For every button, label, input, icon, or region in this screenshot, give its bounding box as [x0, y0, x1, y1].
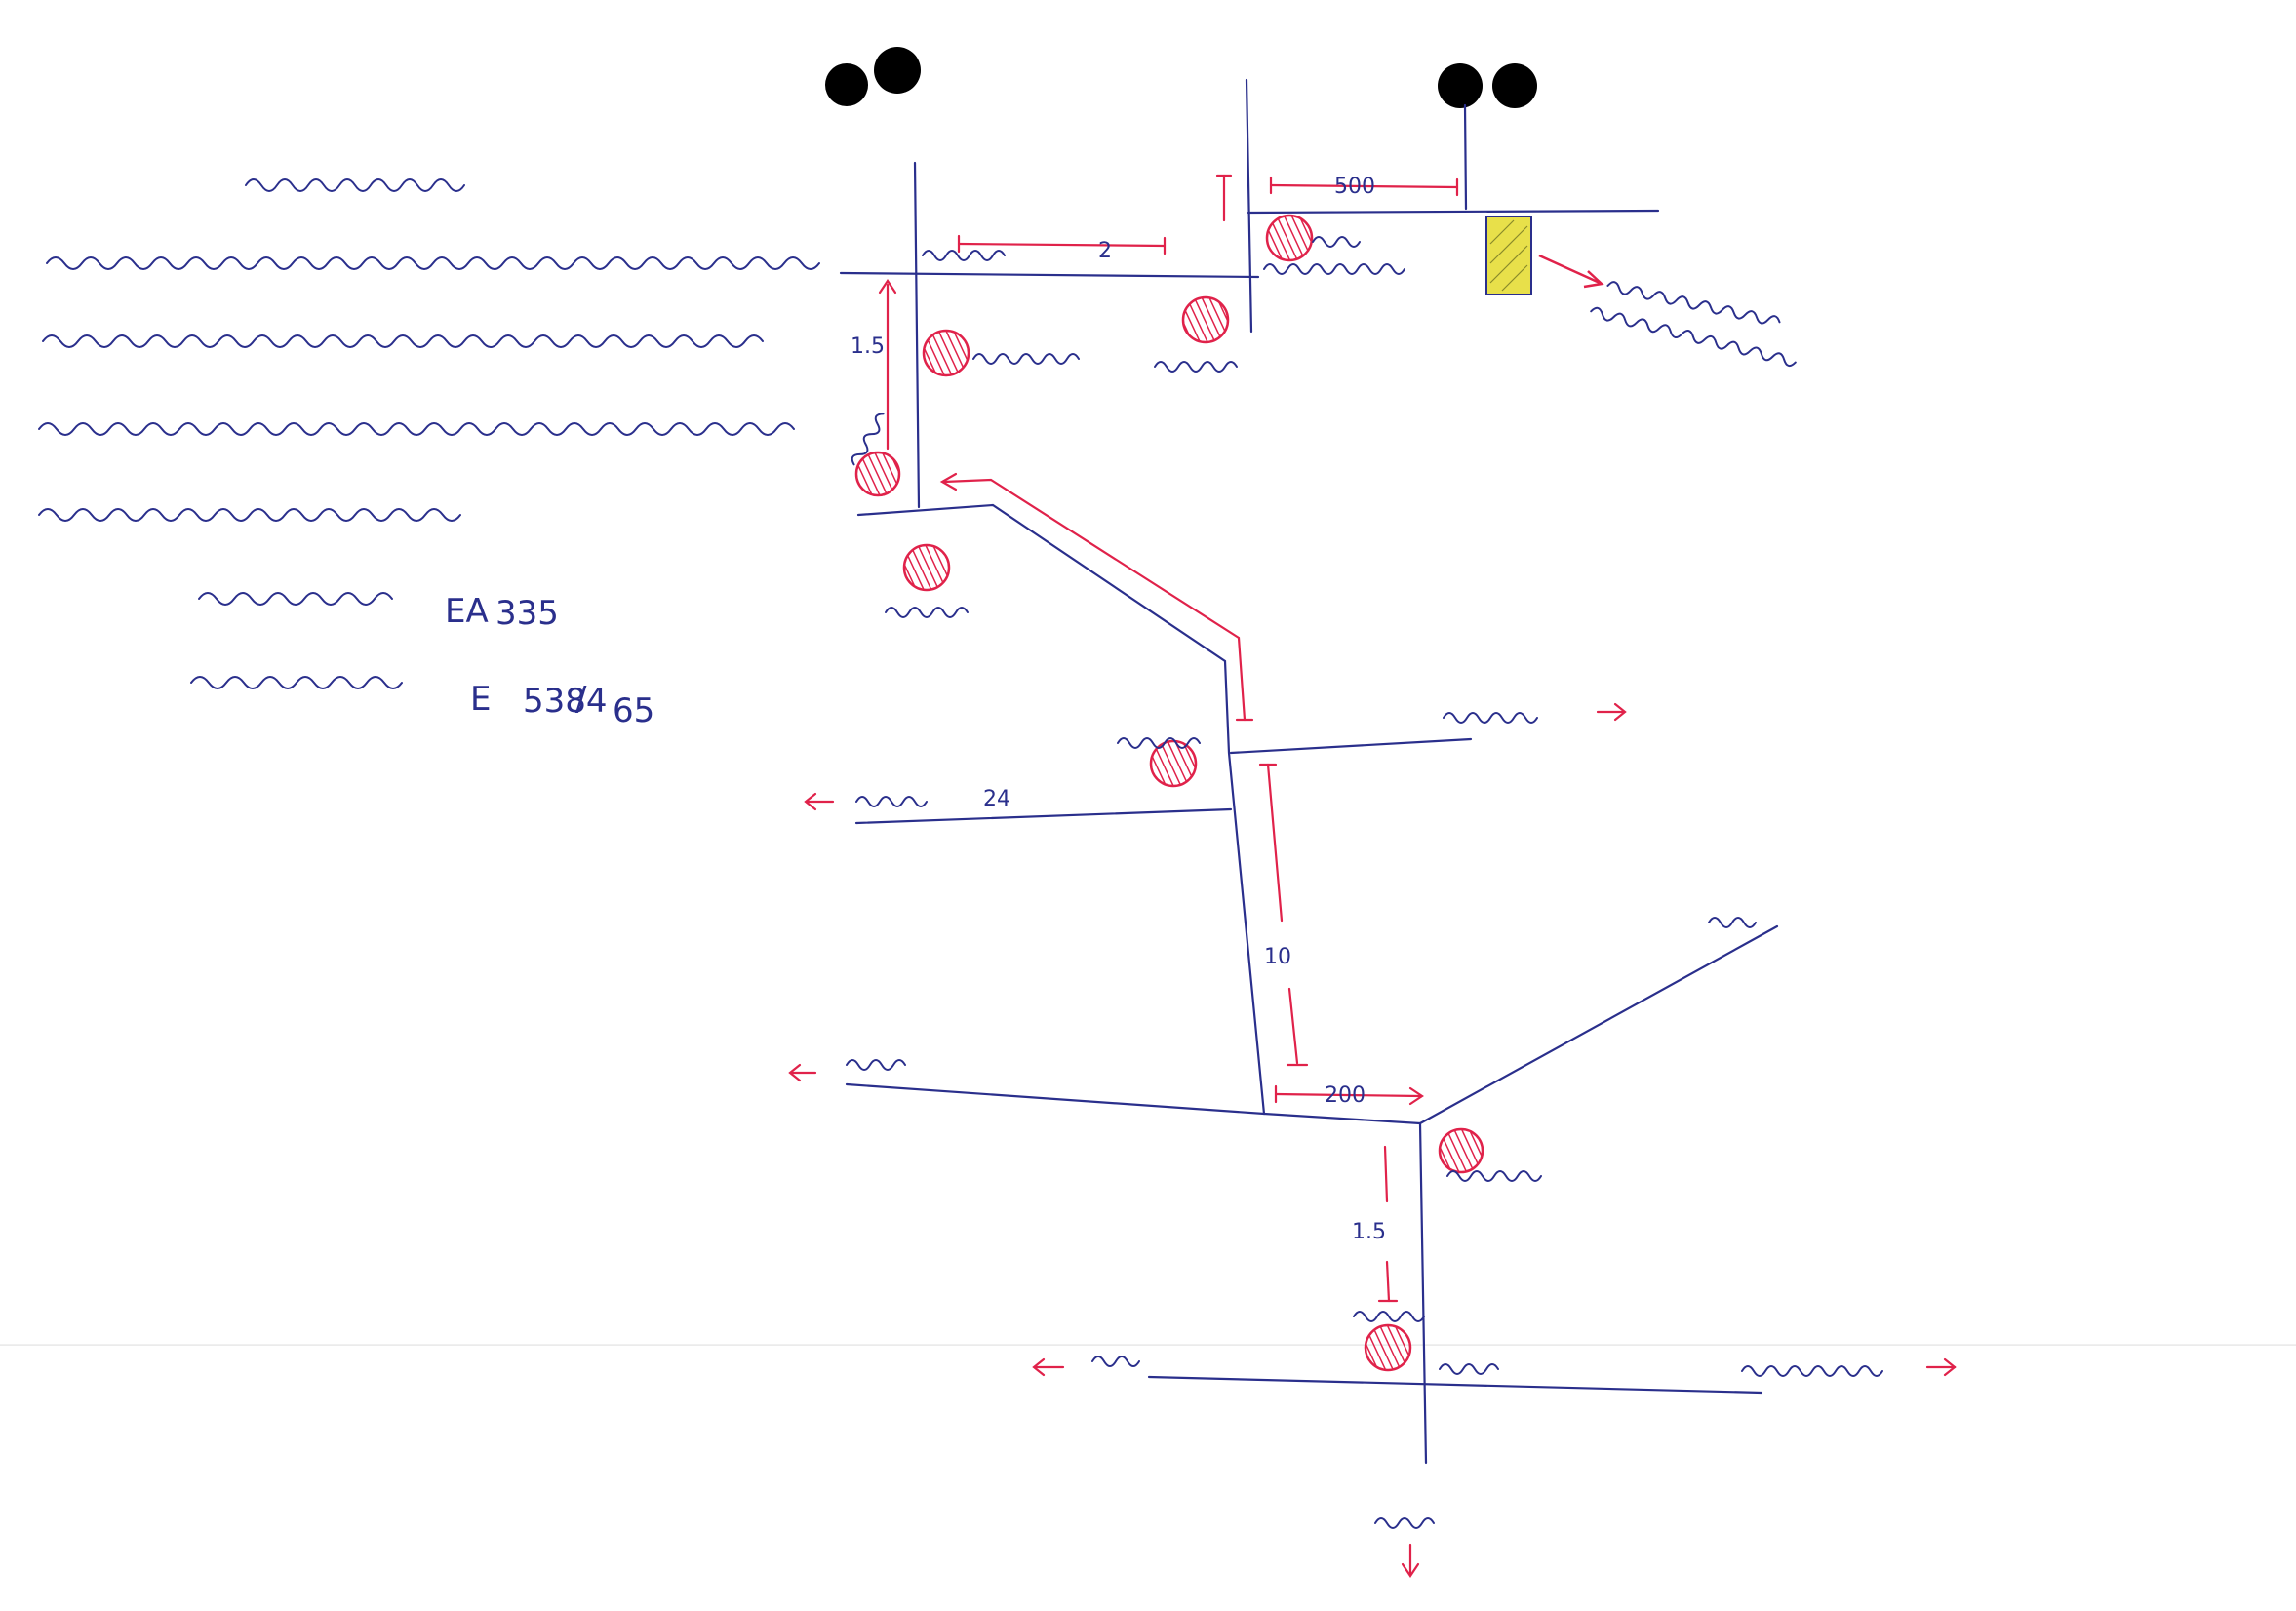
landmarks — [854, 214, 1484, 1372]
main-south-road — [1418, 1121, 1428, 1465]
punch-holes — [825, 47, 1537, 108]
bottom-cross-road — [1147, 1375, 1763, 1395]
school-label — [972, 353, 1080, 365]
paper-fold-line — [0, 1344, 2296, 1346]
north-road-right — [1245, 78, 1253, 334]
landmark-circle — [1181, 295, 1230, 344]
punch-hole — [874, 47, 921, 94]
road-number-token: 24 — [983, 787, 1010, 811]
punch-hole — [1438, 63, 1483, 108]
landmark-label — [1312, 236, 1361, 248]
village-label — [1263, 263, 1405, 275]
distance-token: 200 — [1325, 1083, 1366, 1108]
map-labels — [846, 236, 1883, 1529]
punch-hole — [1492, 63, 1537, 108]
plot-sublabel — [1590, 306, 1797, 368]
village-label — [1708, 917, 1757, 928]
notes-block — [38, 178, 820, 689]
plot-hatch — [1489, 219, 1528, 292]
village-label — [1443, 712, 1538, 724]
notes-line — [38, 422, 795, 436]
landmark-circle — [854, 451, 901, 497]
case-year-token: 65 — [613, 691, 654, 730]
pole-line — [1463, 103, 1468, 211]
notes-line — [245, 178, 465, 192]
destination-label — [1374, 1517, 1435, 1529]
distance-token: 1.5 — [851, 334, 885, 359]
punch-hole — [825, 63, 868, 106]
plot-box — [1485, 216, 1532, 295]
northeast-diagonal-road — [1418, 924, 1779, 1125]
upper-cross-road — [839, 271, 1260, 279]
case-prefix-token: E — [470, 680, 491, 719]
landmark-label — [1154, 361, 1238, 373]
landmark-label — [851, 413, 885, 466]
plot-arrow — [1538, 254, 1601, 285]
notes-line — [198, 592, 393, 606]
north-road-left — [913, 161, 921, 509]
top-east-road — [1247, 209, 1660, 215]
school-label — [1446, 1170, 1542, 1182]
middle-east-road — [1229, 737, 1473, 755]
distance-token: 10 — [1264, 945, 1291, 969]
case-number-token: 335 — [495, 594, 559, 633]
notes-line — [190, 676, 403, 689]
distance-markers — [788, 174, 1957, 1578]
landmark-label — [1353, 1311, 1425, 1322]
distance-token: 500 — [1334, 175, 1375, 199]
landmark-circle — [922, 329, 970, 377]
destination-label — [1741, 1365, 1883, 1377]
road-label — [1091, 1356, 1140, 1367]
landmark-label — [1117, 737, 1201, 749]
notes-line — [38, 508, 461, 522]
junction-link-road — [1262, 1112, 1422, 1125]
road-label — [922, 250, 1006, 261]
junction-label — [1439, 1363, 1499, 1375]
landmark-circle — [1438, 1127, 1484, 1174]
landmark-circle — [902, 543, 951, 592]
case-number-token: 5384 — [523, 682, 608, 721]
notes-line — [42, 334, 764, 348]
distance-token: 2 — [1098, 239, 1112, 263]
target-plot — [1485, 216, 1604, 295]
landmark-circle — [1364, 1323, 1412, 1372]
slash-token: / — [575, 680, 587, 719]
village-label — [846, 1059, 906, 1071]
road-label — [855, 796, 928, 807]
landmark-circle — [1149, 739, 1198, 788]
plot-label — [1606, 281, 1781, 325]
distance-token: 1.5 — [1352, 1220, 1386, 1244]
road-network — [839, 78, 1779, 1465]
case-prefix-token: EA — [445, 592, 489, 631]
notes-line — [46, 256, 820, 270]
legible-tokens: 500 2 1.5 10 200 1.5 24 335 5384 65 EA E… — [445, 175, 1386, 1244]
middle-west-road — [854, 807, 1233, 825]
temple-label — [885, 607, 969, 618]
diagonal-road — [856, 503, 1266, 1116]
lower-west-road — [845, 1082, 1266, 1116]
landmark-circle — [1265, 214, 1314, 262]
